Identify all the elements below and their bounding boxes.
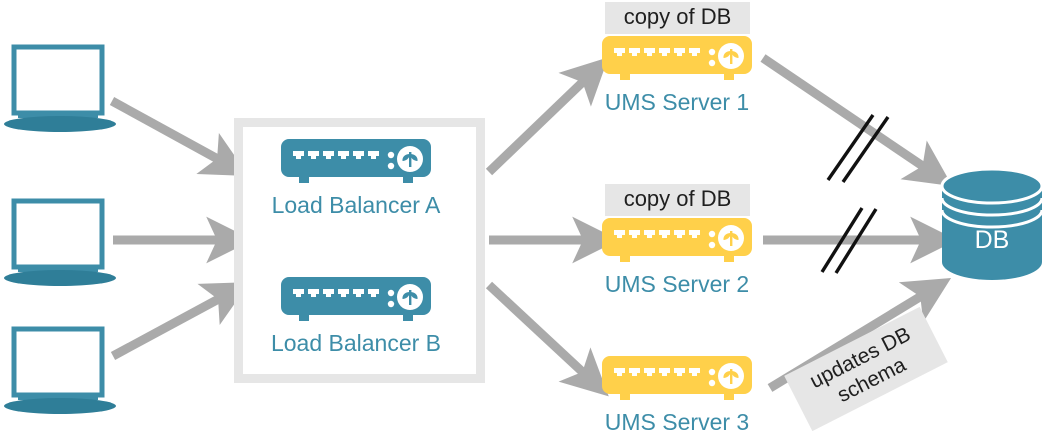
ums-server-1[interactable]	[602, 36, 752, 82]
server-icon	[281, 277, 431, 321]
laptop-icon	[4, 44, 116, 132]
edge-ums1-to-db	[760, 54, 953, 187]
client-laptop-1	[4, 42, 116, 134]
server-icon	[602, 218, 752, 262]
ums-server-1-tag: copy of DB	[605, 2, 750, 34]
edge-lb-to-ums1	[485, 57, 609, 176]
client-laptop-3	[4, 324, 116, 416]
ums-server-2-tag: copy of DB	[605, 184, 750, 216]
ums-server-3[interactable]	[602, 356, 752, 402]
load-balancer-b-label: Load Balancer B	[270, 330, 442, 356]
load-balancer-group	[234, 118, 485, 383]
laptop-icon	[4, 326, 116, 414]
server-icon	[602, 36, 752, 80]
laptop-icon	[4, 198, 116, 286]
database-label: DB	[974, 226, 1010, 254]
ums-server-1-label: UMS Server 1	[604, 89, 750, 115]
load-balancer-a-label: Load Balancer A	[271, 192, 441, 218]
edge-lb-to-ums3	[485, 281, 609, 397]
edge-client1-to-lb	[109, 97, 249, 176]
break-marker-server1-to-db	[826, 114, 890, 183]
ums-server-2-label: UMS Server 2	[604, 271, 750, 297]
load-balancer-b[interactable]	[281, 277, 431, 323]
server-icon	[602, 356, 752, 400]
database-cylinder-icon	[940, 167, 1044, 280]
client-laptop-2	[4, 196, 116, 288]
load-balancer-a[interactable]	[281, 139, 431, 185]
edge-client3-to-lb	[110, 282, 250, 360]
database-node[interactable]: DB	[940, 167, 1044, 285]
break-marker-server2-to-db	[820, 207, 878, 274]
ums-server-2[interactable]	[602, 218, 752, 264]
server-icon	[281, 139, 431, 183]
ums-server-3-label: UMS Server 3	[604, 409, 750, 435]
